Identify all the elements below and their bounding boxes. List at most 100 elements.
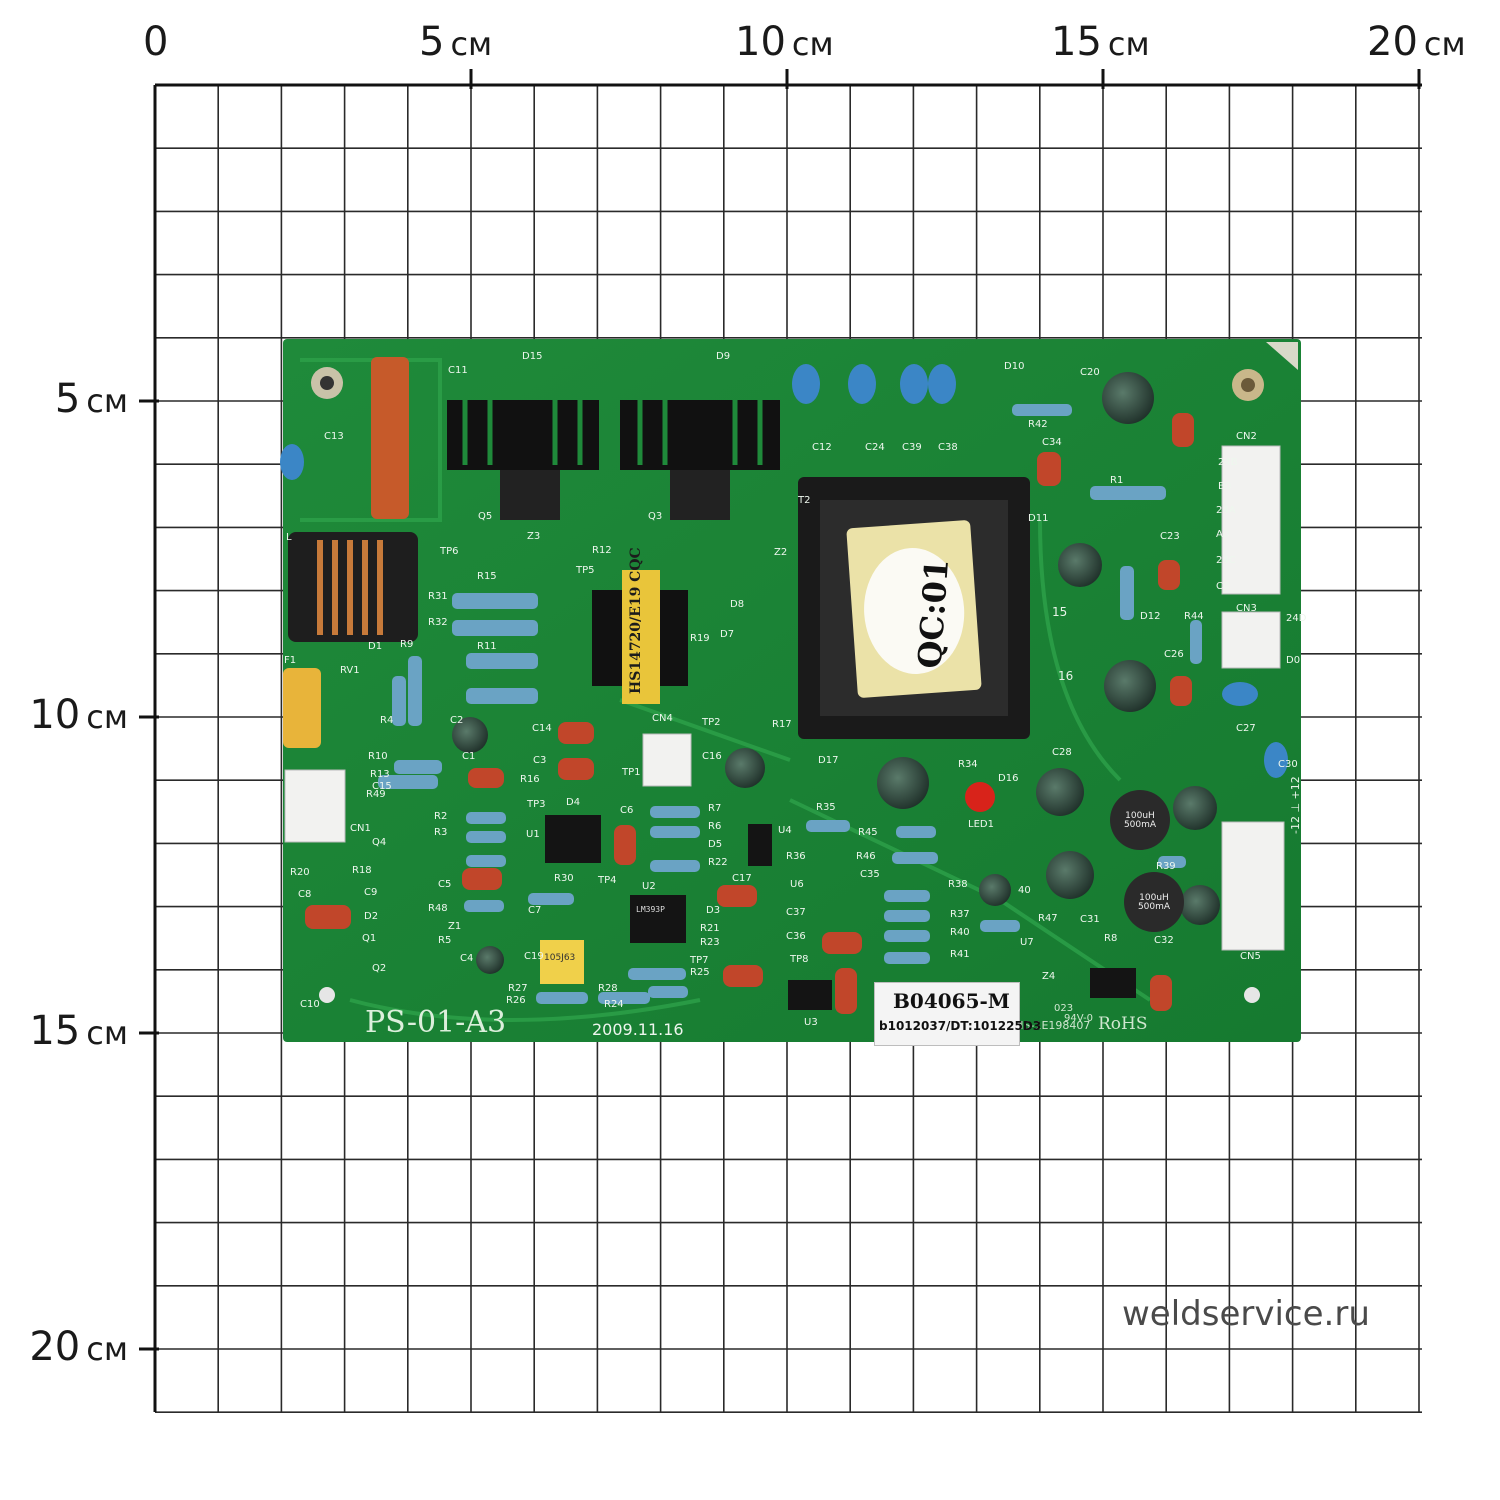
silkscreen-label: C37	[786, 907, 806, 918]
resistor	[598, 992, 650, 1004]
resistor	[1190, 620, 1202, 664]
silkscreen-label: CN1	[350, 823, 371, 834]
silkscreen-label: R15	[477, 571, 497, 582]
silkscreen-label: C13	[324, 431, 344, 442]
silkscreen-label: C36	[786, 931, 806, 942]
silkscreen-label: C35	[860, 869, 880, 880]
silkscreen-label: Z1	[448, 921, 462, 932]
silkscreen-label: C11	[448, 365, 468, 376]
qc-sticker: QC:01	[846, 519, 982, 699]
silkscreen-label: R38	[948, 879, 968, 890]
silkscreen-label: D2	[364, 911, 379, 922]
resistor	[378, 775, 438, 789]
silkscreen-label: C1	[462, 751, 476, 762]
silkscreen-label: R5	[438, 935, 452, 946]
silkscreen-label: D12	[1140, 611, 1161, 622]
silkscreen-label: TP8	[790, 954, 809, 965]
resistor	[884, 952, 930, 964]
misc-mark-1: 94V-0	[1064, 1013, 1093, 1024]
silkscreen-label: C23	[1160, 531, 1180, 542]
silkscreen-label: R13	[370, 769, 390, 780]
silkscreen-label: Q1	[362, 933, 377, 944]
silkscreen-label: TP5	[576, 565, 595, 576]
silkscreen-label: 24A	[1216, 505, 1236, 516]
silkscreen-label: U2	[642, 881, 656, 892]
silkscreen-label: Z3	[527, 531, 541, 542]
transformer-tape	[622, 570, 660, 704]
silkscreen-label: D1	[368, 641, 383, 652]
board-date: 2009.11.16	[592, 1020, 684, 1039]
silkscreen-label: D9	[716, 351, 731, 362]
resistor	[1158, 856, 1186, 868]
silkscreen-label: R47	[1038, 913, 1058, 924]
silkscreen-label: R42	[1028, 419, 1048, 430]
silkscreen-label: TP4	[598, 875, 617, 886]
resistor	[408, 656, 422, 726]
silkscreen-label: R41	[950, 949, 970, 960]
silkscreen-label: R40	[950, 927, 970, 938]
resistor	[980, 920, 1020, 932]
resistor	[650, 826, 700, 838]
silkscreen-label: A0	[1216, 529, 1230, 540]
misc-mark-0: 023	[1054, 1003, 1074, 1014]
heatsink-fins	[462, 400, 763, 465]
silkscreen-label: C8	[298, 889, 312, 900]
resistor	[648, 986, 688, 998]
inductor-marking-1: 100uH 500mA	[1123, 811, 1157, 830]
silkscreen-label: 40	[1018, 885, 1031, 896]
misc-mark-2: 15	[1052, 605, 1068, 619]
resistor	[1120, 566, 1134, 620]
silkscreen-label: Q2	[372, 963, 387, 974]
silkscreen-label: B0	[1218, 481, 1232, 492]
resistor	[884, 890, 930, 902]
axis-label-unit: см	[86, 1330, 128, 1368]
transformer-marking: HS14720/E19 CQC	[628, 547, 644, 694]
silkscreen-label: C32	[1154, 935, 1174, 946]
axis-label-number: 20	[29, 1324, 81, 1370]
silkscreen-label: R34	[958, 759, 978, 770]
silkscreen-label: R3	[434, 827, 448, 838]
resistor	[884, 930, 930, 942]
silkscreen-label: D4	[566, 797, 581, 808]
product-label-tag: B04065-M b1012037/DT:101225D3	[874, 982, 1041, 1046]
resistor	[394, 760, 442, 774]
silkscreen-label: D11	[1028, 513, 1049, 524]
silkscreen-label: R19	[690, 633, 710, 644]
inductors	[1110, 790, 1184, 932]
silkscreen-label: CN5	[1240, 951, 1261, 962]
cert-mark: MS-1E198407	[1014, 1019, 1091, 1032]
resistor	[650, 806, 700, 818]
axis-label-number: 20	[1367, 19, 1418, 65]
silkscreen-label: R6	[708, 821, 722, 832]
resistor	[892, 852, 938, 864]
film-cap-marking: 105J63	[544, 953, 576, 963]
resistor	[466, 653, 538, 669]
silkscreen-label: TP2	[702, 717, 721, 728]
silkscreen-label: D10	[1004, 361, 1025, 372]
silkscreen-label: R4	[380, 715, 394, 726]
x-capacitor	[371, 357, 409, 519]
silkscreen-label: C0	[1216, 581, 1230, 592]
silkscreen-label: R35	[816, 802, 836, 813]
resistor	[806, 820, 850, 832]
resistor	[650, 860, 700, 872]
silkscreen-label: R46	[856, 851, 876, 862]
silkscreen-label: C31	[1080, 914, 1100, 925]
resistor	[466, 831, 506, 843]
silkscreen-label: C19	[524, 951, 544, 962]
ceramic-capacitors	[305, 413, 1194, 1014]
silkscreen-label: R24	[604, 999, 624, 1010]
silkscreen-label: R12	[592, 545, 612, 556]
resistor	[464, 900, 504, 912]
silkscreen-label: R7	[708, 803, 722, 814]
silkscreen-label: R25	[690, 967, 710, 978]
label-tag-model: B04065-M	[893, 989, 1010, 1013]
choke-winding	[317, 540, 383, 635]
silkscreen-label: CN3	[1236, 603, 1257, 614]
silkscreen-label: R2	[434, 811, 448, 822]
resistor	[1012, 404, 1072, 416]
silkscreen-label: R48	[428, 903, 448, 914]
